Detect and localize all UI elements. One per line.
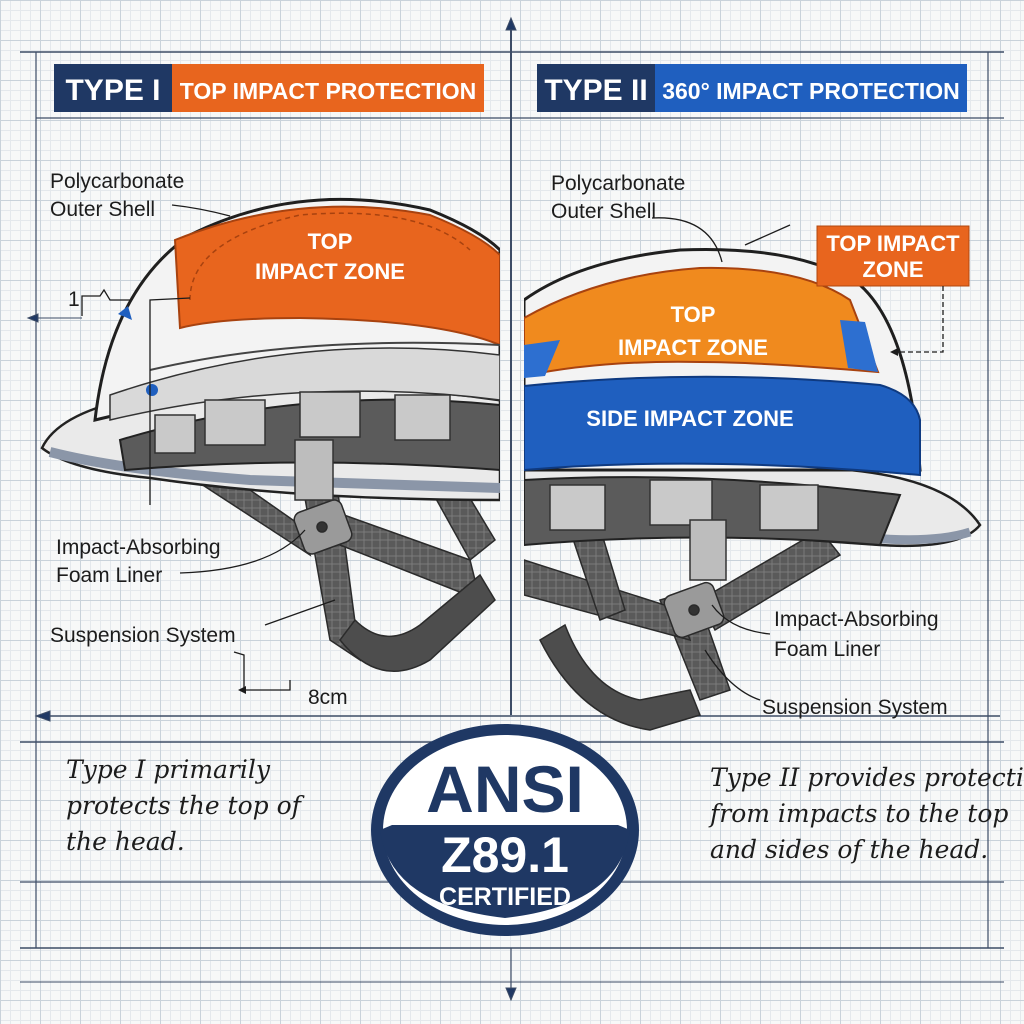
type1-tag: TYPE I: [65, 74, 160, 107]
type2-side-zone-label: SIDE IMPACT ZONE: [586, 406, 793, 431]
type1-note-line3: the head.: [66, 827, 185, 856]
type2-callouts: [651, 217, 791, 701]
type1-dimension-number: 1: [68, 288, 80, 311]
badge-standard-text: Z89.1: [441, 827, 569, 883]
type2-foam-liner: [524, 476, 902, 581]
type2-note: Type II provides protection from impacts…: [708, 763, 1024, 864]
type2-callout-line1: TOP IMPACT: [826, 231, 960, 256]
type2-header: TYPE II 360° IMPACT PROTECTION: [537, 64, 967, 112]
type2-shell-label-line2: Outer Shell: [551, 200, 656, 223]
type1-shell-label-line2: Outer Shell: [50, 198, 155, 221]
type2-suspension: [524, 494, 842, 731]
type2-foam-label-line1: Impact-Absorbing: [774, 608, 939, 631]
type2-callout-line2: ZONE: [862, 257, 923, 282]
blueprint-frame: [20, 16, 1004, 1002]
type1-callouts: [81, 204, 336, 691]
type1-vent-marker: [118, 306, 132, 320]
ansi-certification-badge: ANSI Z89.1 CERTIFIED: [371, 724, 639, 936]
type1-zone-line2: IMPACT ZONE: [255, 259, 405, 284]
type1-zone-line1: TOP: [308, 229, 353, 254]
badge-ansi-text: ANSI: [426, 752, 584, 826]
type2-note-line1: Type II provides protection: [710, 763, 1024, 792]
type2-note-line2: from impacts to the top: [708, 799, 1008, 828]
type2-foam-label-line2: Foam Liner: [774, 638, 880, 661]
type1-title: TOP IMPACT PROTECTION: [180, 78, 476, 104]
type2-note-line3: and sides of the head.: [710, 835, 988, 864]
badge-certified-text: CERTIFIED: [439, 883, 571, 911]
type2-tag: TYPE II: [544, 74, 647, 107]
type1-foam-label-line2: Foam Liner: [56, 564, 162, 587]
type1-foam-liner: [118, 391, 500, 501]
type2-title: 360° IMPACT PROTECTION: [662, 78, 960, 104]
type2-top-zone-line2: IMPACT ZONE: [618, 335, 768, 360]
type1-note-line1: Type I primarily: [66, 755, 271, 784]
type1-header: TYPE I TOP IMPACT PROTECTION: [54, 64, 484, 112]
type2-top-zone-line1: TOP: [671, 302, 716, 327]
type1-foam-label-line1: Impact-Absorbing: [56, 536, 221, 559]
type2-helmet: TOP IMPACT ZONE SIDE IMPACT ZONE: [524, 247, 982, 731]
type1-dimension-measure: 8cm: [308, 686, 348, 709]
type2-top-zone-callout: TOP IMPACT ZONE: [816, 225, 970, 356]
type2-shell-label-line1: Polycarbonate: [551, 172, 685, 195]
type1-note: Type I primarily protects the top of the…: [66, 755, 305, 856]
type1-suspension-label: Suspension System: [50, 624, 236, 647]
type1-note-line2: protects the top of: [66, 791, 305, 820]
type1-shell-label-line1: Polycarbonate: [50, 170, 184, 193]
type2-suspension-label: Suspension System: [762, 696, 948, 719]
type1-helmet: TOP IMPACT ZONE: [40, 197, 500, 672]
